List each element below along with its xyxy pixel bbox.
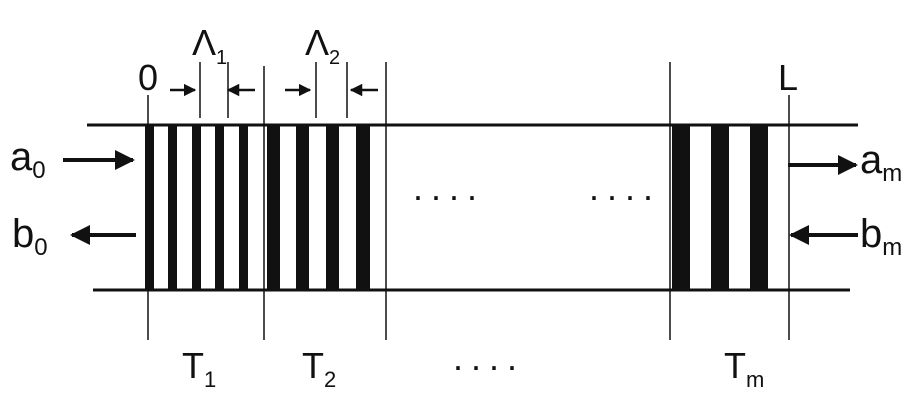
b0-label: b0 <box>12 212 48 261</box>
a0-label: a0 <box>10 135 46 184</box>
grating-bar-9 <box>356 125 370 290</box>
grating-bar-10 <box>672 125 690 290</box>
length-label: L <box>778 57 798 98</box>
middle-ellipsis-right: ···· <box>588 175 660 216</box>
grating-bar-2 <box>168 125 177 290</box>
middle-ellipsis-left: ···· <box>412 175 484 216</box>
grating-bar-6 <box>267 125 280 290</box>
section-dividers <box>147 62 790 340</box>
am-label: am <box>860 138 902 187</box>
grating-bar-1 <box>145 125 154 290</box>
section-Tm-label: Tm <box>724 345 764 392</box>
bm-label: bm <box>860 212 902 261</box>
origin-label: 0 <box>138 57 158 98</box>
lambda2-label: Λ2 <box>305 22 340 69</box>
grating-bar-3 <box>192 125 201 290</box>
lambda1-label: Λ1 <box>192 22 227 69</box>
bottom-ellipsis: ···· <box>452 345 524 386</box>
grating-bar-5 <box>239 125 248 290</box>
grating-bars <box>145 125 768 290</box>
grating-bar-7 <box>296 125 309 290</box>
grating-bar-4 <box>215 125 224 290</box>
section-T1-label: T1 <box>182 345 216 392</box>
grating-bar-8 <box>326 125 339 290</box>
grating-bar-12 <box>750 125 768 290</box>
section-T2-label: T2 <box>302 345 336 392</box>
wave-arrows <box>63 150 858 245</box>
grating-bar-11 <box>711 125 729 290</box>
